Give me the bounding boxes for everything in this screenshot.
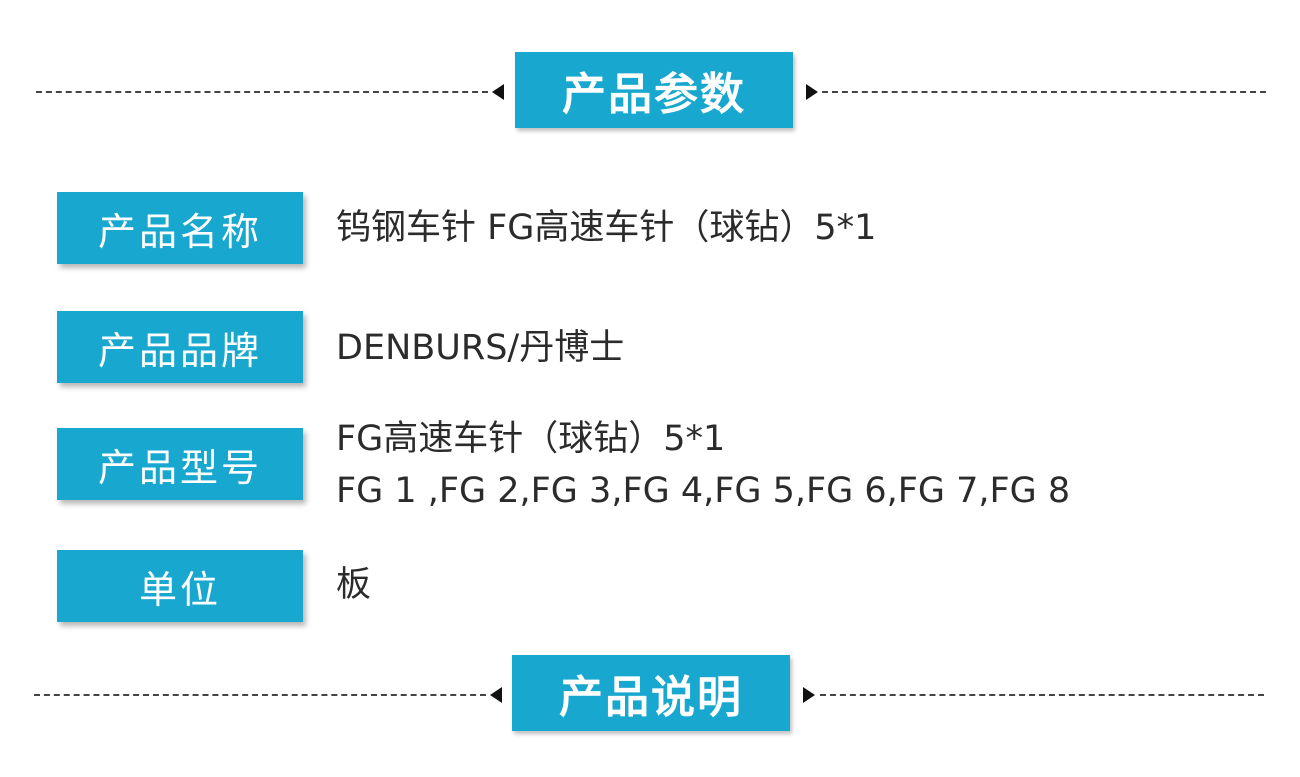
- section-header-desc: 产品说明: [0, 655, 1300, 735]
- param-value: 钨钢车针 FG高速车针（球钻）5*1: [336, 208, 877, 248]
- arrow-left-icon: [490, 687, 502, 703]
- dashed-divider-right: [822, 91, 1266, 93]
- param-value: 板: [336, 565, 372, 605]
- section-title-desc: 产品说明: [512, 655, 790, 731]
- param-value-line-1: FG高速车针（球钻）5*1: [336, 419, 726, 459]
- param-label: 产品型号: [57, 428, 303, 500]
- arrow-left-icon: [492, 84, 504, 100]
- param-label: 产品品牌: [57, 311, 303, 383]
- dashed-divider-right: [820, 694, 1264, 696]
- arrow-right-icon: [803, 687, 815, 703]
- arrow-right-icon: [806, 84, 818, 100]
- dashed-divider-left: [34, 694, 486, 696]
- section-header-params: 产品参数: [0, 52, 1300, 132]
- param-label: 单位: [57, 550, 303, 622]
- section-title-params: 产品参数: [515, 52, 793, 128]
- dashed-divider-left: [36, 91, 488, 93]
- param-value: DENBURS/丹博士: [336, 328, 625, 368]
- param-label: 产品名称: [57, 192, 303, 264]
- param-value-line-2: FG 1 ,FG 2,FG 3,FG 4,FG 5,FG 6,FG 7,FG 8: [336, 471, 1071, 511]
